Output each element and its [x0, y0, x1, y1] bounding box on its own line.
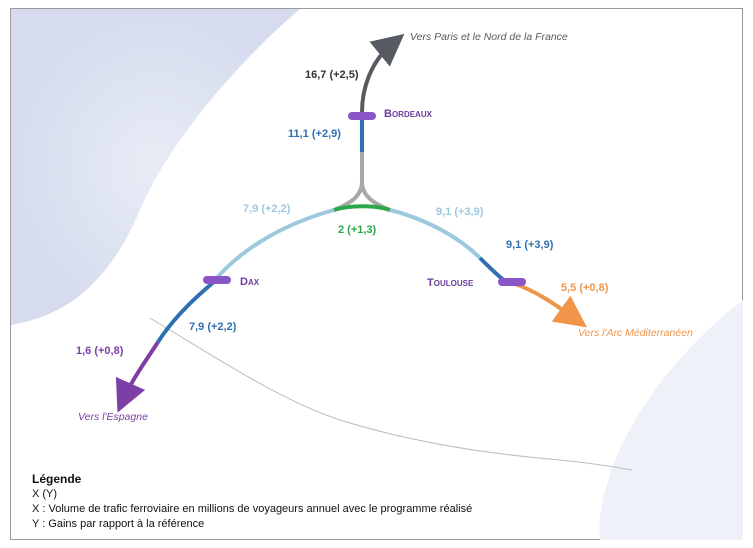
line-paris	[360, 33, 405, 113]
background-decoration	[11, 9, 743, 540]
line-trunk-toulouse	[389, 208, 482, 260]
value-bordeaux-branch: 11,1 (+2,9)	[288, 128, 341, 140]
legend: Légende X (Y) X : Volume de trafic ferro…	[32, 472, 472, 532]
city-bordeaux: Bordeaux	[384, 108, 433, 120]
stations	[203, 112, 526, 286]
legend-title: Légende	[32, 472, 82, 486]
city-toulouse: Toulouse	[427, 277, 474, 289]
value-trunk-toulouse: 9,1 (+3,9)	[436, 206, 484, 218]
value-espagne: 1,6 (+0,8)	[76, 345, 124, 357]
line-fork	[333, 152, 391, 212]
station-bordeaux	[348, 112, 376, 120]
legend-format: X (Y)	[32, 488, 58, 500]
value-common-trunk: 2 (+1,3)	[338, 224, 377, 236]
legend-x-definition: X : Volume de trafic ferroviaire en mill…	[32, 503, 473, 515]
line-dax-south	[156, 279, 217, 344]
station-toulouse	[498, 278, 526, 286]
legend-y-definition: Y : Gains par rapport à la référence	[32, 518, 205, 530]
line-toulouse-approach	[478, 256, 507, 283]
dest-paris: Vers Paris et le Nord de la France	[410, 31, 568, 43]
value-mediterranee: 5,5 (+0,8)	[561, 282, 609, 294]
rail-lines	[115, 33, 587, 413]
line-common-trunk	[333, 204, 391, 212]
value-paris: 16,7 (+2,5)	[305, 69, 359, 81]
station-dax	[203, 276, 231, 284]
dest-mediterranee: Vers l'Arc Méditerranéen	[578, 327, 693, 339]
city-dax: Dax	[240, 276, 260, 288]
line-espagne	[115, 340, 160, 413]
value-toulouse-approach: 9,1 (+3,9)	[506, 239, 554, 251]
line-bordeaux-dax	[213, 208, 335, 282]
value-dax-south: 7,9 (+2,2)	[189, 321, 237, 333]
dest-espagne: Vers l'Espagne	[78, 411, 148, 423]
value-bordeaux-dax: 7,9 (+2,2)	[243, 203, 291, 215]
